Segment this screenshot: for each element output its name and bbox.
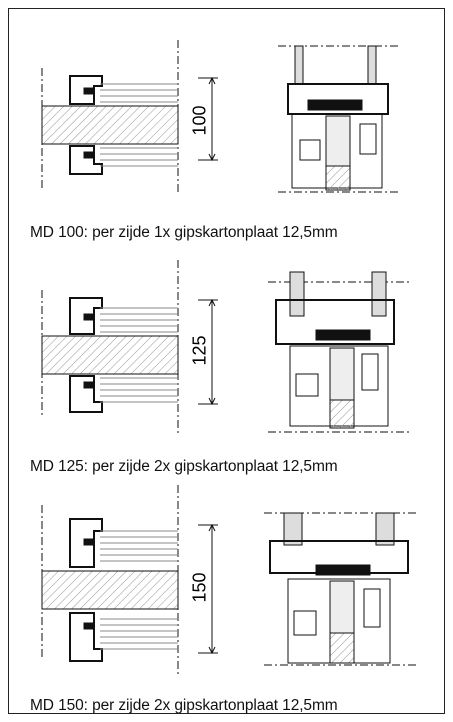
panel-md150: 150 MD 150: per zijde 2x gipskartonplaat… — [0, 485, 453, 722]
section-drawing-md125 — [41, 260, 410, 435]
dimension-line-md150 — [198, 523, 218, 655]
caption-md125: MD 125: per zijde 2x gipskartonplaat 12,… — [30, 458, 338, 475]
wall-section-left — [41, 40, 179, 195]
plan-drawing-md125 — [268, 271, 410, 433]
panel-md125: 125 MD 125: per zijde 2x gipskartonplaat… — [0, 250, 453, 485]
panel-md100: 100 MD 100: per zijde 1x gipskartonplaat… — [0, 0, 453, 250]
drawing-frame — [8, 8, 445, 714]
caption-md100: MD 100: per zijde 1x gipskartonplaat 12,… — [30, 224, 338, 241]
dimension-label-md100: 100 — [189, 105, 210, 136]
section-drawing-md150 — [41, 485, 416, 675]
wall-section-left — [41, 260, 179, 435]
dimension-line-md125 — [198, 298, 218, 406]
plan-drawing-md150 — [264, 512, 416, 666]
plan-drawing-md100 — [278, 45, 400, 193]
section-drawing-md100 — [41, 40, 400, 195]
dimension-label-md150: 150 — [189, 572, 210, 603]
dimension-line-md100 — [198, 76, 218, 162]
wall-section-left — [41, 485, 179, 675]
caption-md150: MD 150: per zijde 2x gipskartonplaat 12,… — [30, 697, 338, 714]
dimension-label-md125: 125 — [189, 335, 210, 366]
